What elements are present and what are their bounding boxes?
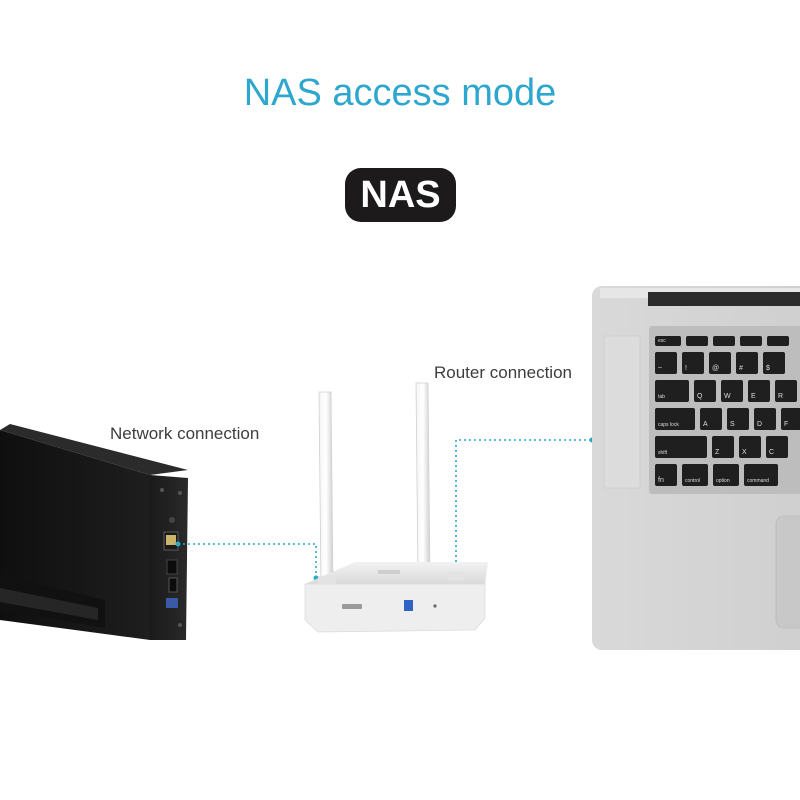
keyboard-key	[781, 408, 800, 430]
page-title: NAS access mode	[243, 72, 557, 114]
keyboard-key	[655, 352, 677, 374]
keyboard-key-label: F	[784, 421, 788, 428]
connector-dot-nas	[175, 541, 181, 547]
keyboard-key	[709, 352, 731, 374]
keyboard-key-label: A	[703, 421, 708, 428]
keyboard-key	[727, 408, 749, 430]
keyboard-key	[686, 336, 708, 346]
nas-enclosure-icon	[0, 424, 188, 640]
keyboard-key-label: control	[685, 478, 700, 484]
keyboard-key	[712, 436, 734, 458]
keyboard-key-label: Q	[697, 393, 703, 400]
keyboard-key-label: !	[685, 365, 687, 372]
keyboard-key-label: #	[739, 365, 743, 372]
keyboard-key-label: D	[757, 421, 762, 428]
keyboard-key	[740, 336, 762, 346]
keyboard-key	[700, 408, 722, 430]
keyboard-key-label: R	[778, 393, 783, 400]
keyboard-key-label: E	[751, 393, 756, 400]
keyboard-key	[766, 436, 788, 458]
keyboard-key-label: fn	[658, 477, 664, 484]
keyboard-key	[748, 380, 770, 402]
keyboard-key-label: Z	[715, 449, 720, 456]
keyboard-key	[744, 464, 778, 486]
keyboard-key	[655, 336, 681, 346]
keyboard-key	[721, 380, 743, 402]
keyboard-key	[713, 336, 735, 346]
keyboard-key	[655, 436, 707, 458]
keyboard-key-label: caps lock	[658, 422, 679, 428]
keyboard-key-label: X	[742, 449, 747, 456]
keyboard-key-label: C	[769, 449, 774, 456]
keyboard-key	[767, 336, 789, 346]
keyboard-key	[754, 408, 776, 430]
keyboard-key-label: option	[716, 478, 730, 484]
keyboard-key-label: S	[730, 421, 735, 428]
network-connection-label: Network connection	[110, 424, 260, 443]
keyboard-key-label: command	[747, 478, 769, 484]
router-icon	[304, 382, 488, 633]
keyboard-key-label: $	[766, 365, 770, 372]
keyboard-key	[682, 464, 708, 486]
router-connection-line	[455, 439, 592, 572]
keyboard-key	[655, 464, 677, 486]
nas-badge: NAS	[345, 168, 456, 222]
keyboard-key	[763, 352, 785, 374]
keyboard-key-label: tab	[658, 394, 665, 400]
network-connection-line	[178, 543, 317, 580]
router-connection-label: Router connection	[434, 363, 572, 382]
keyboard-key	[694, 380, 716, 402]
keyboard-key-label: ~	[658, 365, 662, 372]
keyboard-key-label: shift	[658, 450, 668, 456]
keyboard-key	[713, 464, 739, 486]
keyboard-key-label: W	[724, 393, 731, 400]
keyboard-key	[775, 380, 797, 402]
keyboard-key-label: esc	[658, 338, 666, 344]
keyboard-key	[736, 352, 758, 374]
keyboard-key	[682, 352, 704, 374]
keyboard-key-label: @	[712, 365, 719, 372]
keyboard-key	[655, 380, 689, 402]
connector-lines	[178, 439, 592, 580]
keyboard-key	[739, 436, 761, 458]
keyboard-key	[655, 408, 695, 430]
